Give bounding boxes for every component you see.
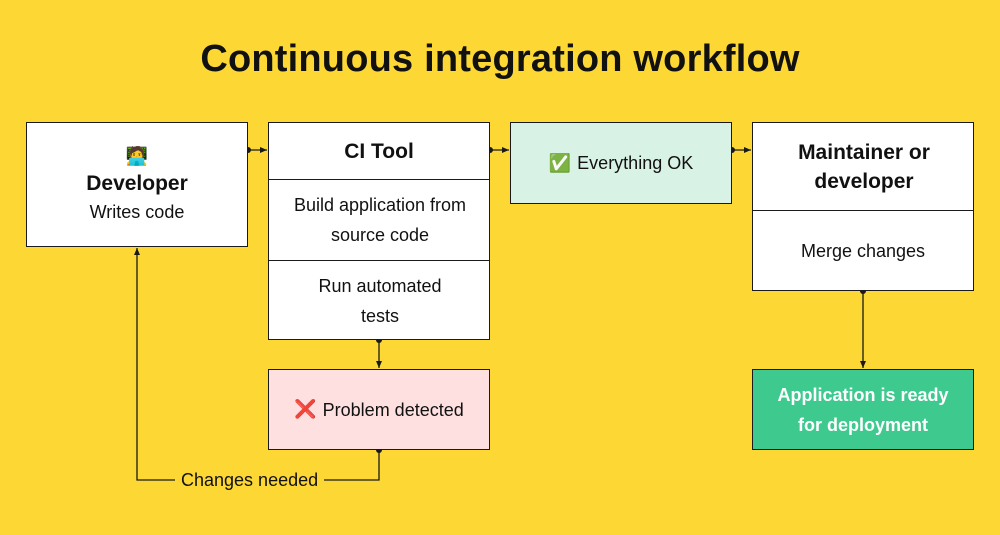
changes-needed-label: Changes needed <box>175 468 325 492</box>
developer-emoji-icon: 🧑‍💻 <box>125 146 149 166</box>
maintainer-node: Maintainer or developer Merge changes <box>752 122 974 291</box>
ci-tool-step-tests: Run automated tests <box>318 275 442 326</box>
ci-tool-step-build: Build application from source code <box>293 195 467 245</box>
ci-tool-title: CI Tool <box>344 139 414 163</box>
everything-ok-label: Everything OK <box>577 153 694 173</box>
ci-tool-divider-1 <box>269 179 489 180</box>
check-mark-icon: ✅ <box>548 152 572 173</box>
problem-detected-label: Problem detected <box>322 399 464 420</box>
developer-title: Developer <box>86 172 188 195</box>
deployment-ready-node: Application is ready for deployment <box>752 369 974 450</box>
maintainer-action: Merge changes <box>800 241 926 261</box>
ci-tool-node: CI Tool Build application from source co… <box>268 122 490 340</box>
cross-mark-icon: ❌ <box>294 399 317 419</box>
maintainer-divider <box>753 210 973 211</box>
developer-node: 🧑‍💻 Developer Writes code <box>26 122 248 247</box>
developer-subtitle: Writes code <box>89 202 185 222</box>
deployment-ready-label: Application is ready for deployment <box>777 384 949 435</box>
everything-ok-node: ✅ Everything OK <box>510 122 732 204</box>
maintainer-title: Maintainer or developer <box>798 140 930 193</box>
diagram-title: Continuous integration workflow <box>200 38 800 80</box>
problem-detected-node: ❌ Problem detected <box>268 369 490 450</box>
ci-tool-divider-2 <box>269 260 489 261</box>
